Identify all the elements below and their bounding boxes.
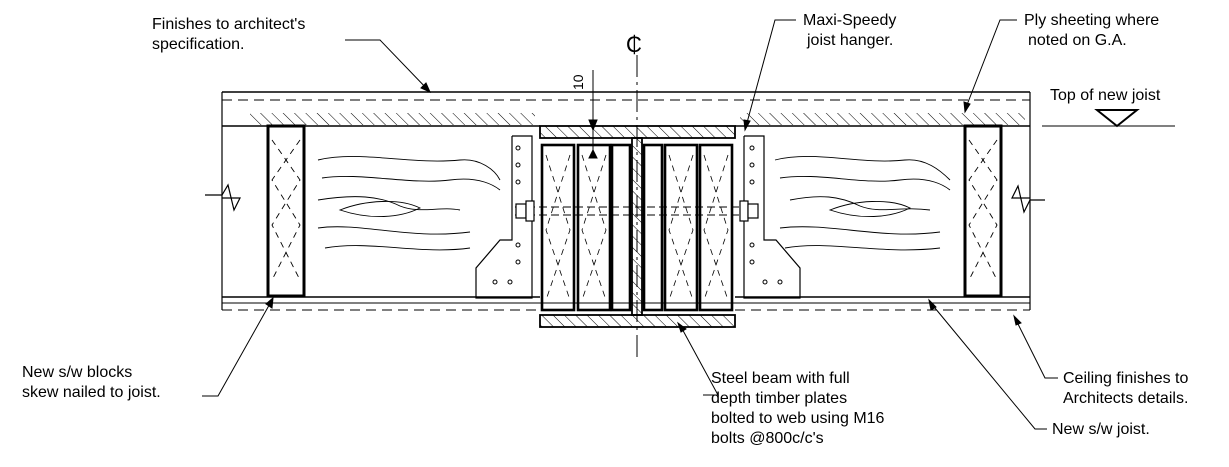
label-hanger-line2: joist hanger.	[806, 32, 893, 49]
sw-block-left	[266, 124, 306, 298]
label-finishes-line2: specification.	[152, 36, 245, 53]
label-steel-line3: bolted to web using M16	[711, 410, 885, 427]
dimension-value: 10	[570, 74, 586, 90]
dimension-10: 10	[570, 70, 598, 159]
label-top-of-joist: Top of new joist	[1050, 87, 1161, 104]
label-finishes-line1: Finishes to architect's	[152, 16, 305, 33]
top-of-joist-marker	[1042, 109, 1175, 128]
label-new-joist: New s/w joist.	[1052, 421, 1150, 438]
m16-bolt	[515, 200, 759, 222]
joist-hanger-right	[743, 135, 801, 299]
label-steel-line1: Steel beam with full	[711, 370, 850, 387]
label-ceiling-line1: Ceiling finishes to	[1063, 370, 1189, 387]
joist-hanger-left	[475, 135, 533, 299]
wood-grain-left	[317, 156, 501, 251]
label-hanger-line1: Maxi-Speedy	[803, 12, 896, 29]
label-ply-line2: noted on G.A.	[1028, 32, 1127, 49]
label-blocks-line1: New s/w blocks	[22, 364, 132, 381]
leader-lines	[202, 19, 1058, 430]
label-ceiling-line2: Architects details.	[1063, 390, 1188, 407]
label-steel-line4: bolts @800c/c's	[711, 430, 824, 447]
label-steel-line2: depth timber plates	[711, 390, 847, 407]
timber-plates	[540, 143, 734, 312]
sw-block-right	[963, 124, 1003, 298]
label-ply-line1: Ply sheeting where	[1024, 12, 1159, 29]
centerline: ₵	[626, 32, 642, 360]
wood-grain-right	[774, 156, 951, 251]
ply-sheeting-left	[250, 113, 535, 125]
ply-sheeting-right	[740, 113, 1025, 125]
centerline-symbol: ₵	[626, 32, 642, 57]
joists-outline	[205, 91, 1045, 311]
label-blocks-line2: skew nailed to joist.	[22, 384, 161, 401]
